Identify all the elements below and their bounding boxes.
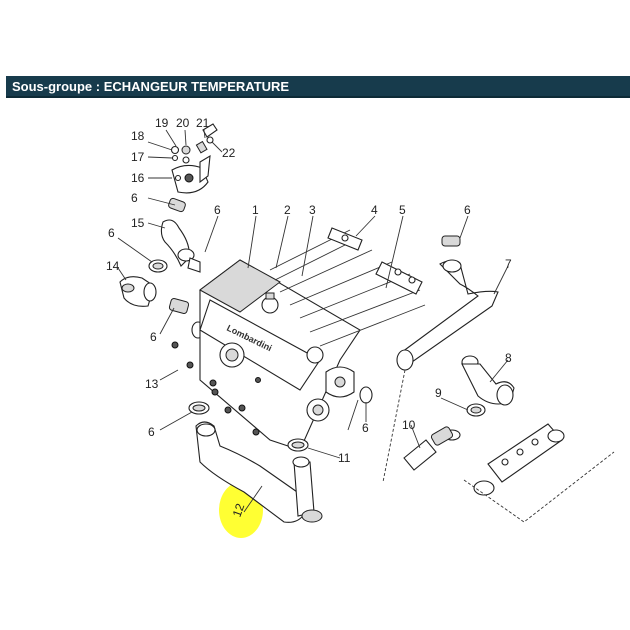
callout-21: 21 bbox=[196, 116, 210, 130]
pipe-7 bbox=[396, 235, 499, 371]
gasket-4 bbox=[327, 227, 363, 251]
callout-6-hose: 6 bbox=[214, 203, 221, 217]
callout-labels: 18 19 20 21 22 17 16 6 15 6 1 2 3 4 5 6 … bbox=[106, 116, 512, 519]
subgroup-header-bar: Sous-groupe : ECHANGEUR TEMPERATURE bbox=[6, 76, 630, 98]
callout-12: 12 bbox=[230, 501, 248, 519]
callout-20: 20 bbox=[176, 116, 190, 130]
leader-lines bbox=[117, 129, 509, 513]
elbow-8 bbox=[461, 355, 515, 406]
construction-lines bbox=[347, 369, 406, 483]
callout-10: 10 bbox=[402, 418, 416, 432]
connector-10 bbox=[403, 426, 454, 471]
clamp-6c bbox=[359, 386, 373, 404]
hose-15 bbox=[160, 197, 201, 273]
clamp-6d bbox=[188, 401, 210, 415]
callout-3: 3 bbox=[309, 203, 316, 217]
callout-14: 14 bbox=[106, 259, 120, 273]
callout-18: 18 bbox=[131, 129, 145, 143]
callout-15: 15 bbox=[131, 216, 145, 230]
clamp-6a bbox=[148, 259, 168, 273]
callout-6-block: 6 bbox=[362, 421, 369, 435]
callout-7: 7 bbox=[505, 257, 512, 271]
callout-6-bottom: 6 bbox=[148, 425, 155, 439]
callout-1: 1 bbox=[252, 203, 259, 217]
callout-6-mid: 6 bbox=[150, 330, 157, 344]
callout-6-top: 6 bbox=[131, 191, 138, 205]
callout-8: 8 bbox=[505, 351, 512, 365]
muffler bbox=[463, 423, 615, 523]
callout-5: 5 bbox=[399, 203, 406, 217]
callout-17: 17 bbox=[131, 150, 145, 164]
callout-11: 11 bbox=[338, 451, 351, 465]
callout-4: 4 bbox=[371, 203, 378, 217]
callout-16: 16 bbox=[131, 171, 145, 185]
callout-22: 22 bbox=[222, 146, 236, 160]
hose-12 bbox=[195, 421, 323, 523]
subgroup-title: Sous-groupe : ECHANGEUR TEMPERATURE bbox=[12, 79, 290, 94]
heat-exchanger-block: Lombardini bbox=[199, 259, 361, 451]
callout-6-right: 6 bbox=[464, 203, 471, 217]
fitting-14 bbox=[119, 276, 157, 307]
callout-6-left: 6 bbox=[108, 226, 115, 240]
callout-9: 9 bbox=[435, 386, 442, 400]
bolts-13 bbox=[171, 341, 260, 436]
callout-2: 2 bbox=[284, 203, 291, 217]
end-cover bbox=[325, 366, 355, 398]
clamp-11 bbox=[287, 438, 309, 452]
gasket-5 bbox=[375, 261, 423, 295]
cap-assembly bbox=[170, 123, 218, 194]
clamp-6b bbox=[168, 298, 205, 339]
callout-19: 19 bbox=[155, 116, 169, 130]
callout-13: 13 bbox=[145, 377, 159, 391]
